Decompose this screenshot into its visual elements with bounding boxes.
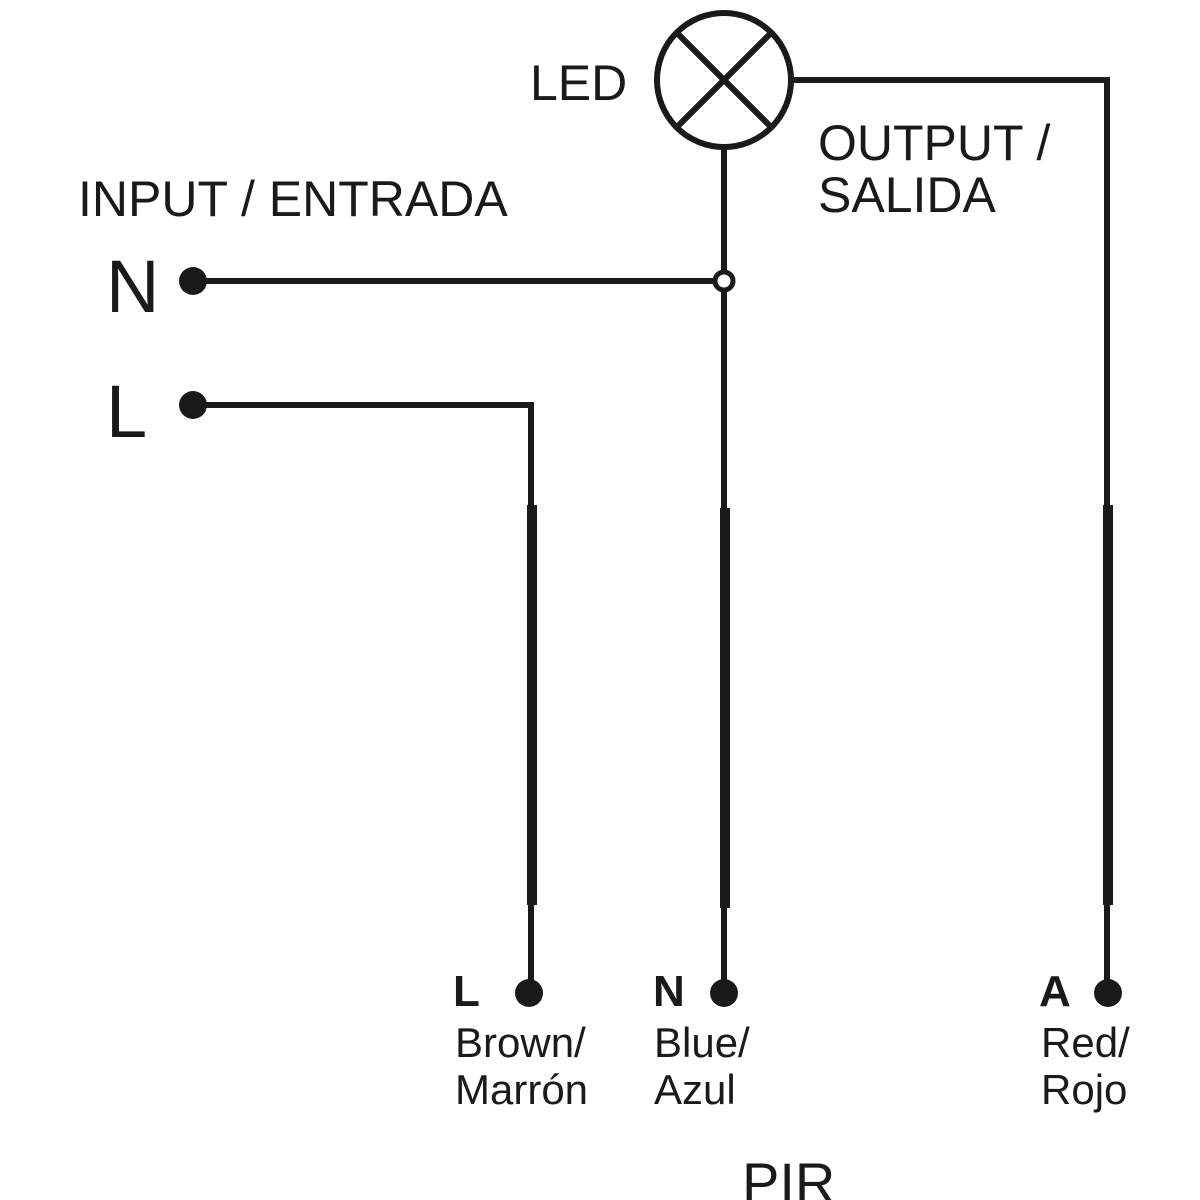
neutral-junction [712, 269, 736, 293]
output-label-line2: SALIDA [818, 167, 996, 223]
pir-terminal-l-color-line1: Brown/ [455, 1019, 586, 1066]
output-label-line1: OUTPUT / [818, 115, 1051, 171]
pir-label: PIR [742, 1151, 836, 1200]
pir-terminal-l-label: L [453, 967, 480, 1016]
led-lamp-symbol [654, 10, 794, 150]
pir-terminal-l-color-line2: Marrón [455, 1066, 589, 1113]
input-line-wire-brown [193, 402, 534, 993]
pir-terminal-n-dot [710, 979, 738, 1007]
pir-terminal-a-dot [1094, 979, 1122, 1007]
led-label: LED [530, 55, 628, 111]
pir-terminal-l-dot [515, 979, 543, 1007]
input-title: INPUT / ENTRADA [78, 171, 508, 227]
input-neutral-label: N [106, 245, 160, 328]
input-neutral-terminal-dot [179, 267, 207, 295]
pir-terminal-a-label: A [1039, 967, 1071, 1016]
input-line-terminal-dot [179, 391, 207, 419]
pir-terminal-a-color-line2: Rojo [1041, 1066, 1128, 1113]
pir-terminal-n-label: N [653, 967, 685, 1016]
pir-terminal-a-color-line1: Red/ [1041, 1019, 1130, 1066]
pir-terminal-n-color-line1: Blue/ [654, 1019, 750, 1066]
led-lamp-cross-b [674, 30, 774, 130]
input-line-label: L [106, 370, 148, 453]
pir-terminal-n-color-line2: Azul [654, 1066, 736, 1113]
